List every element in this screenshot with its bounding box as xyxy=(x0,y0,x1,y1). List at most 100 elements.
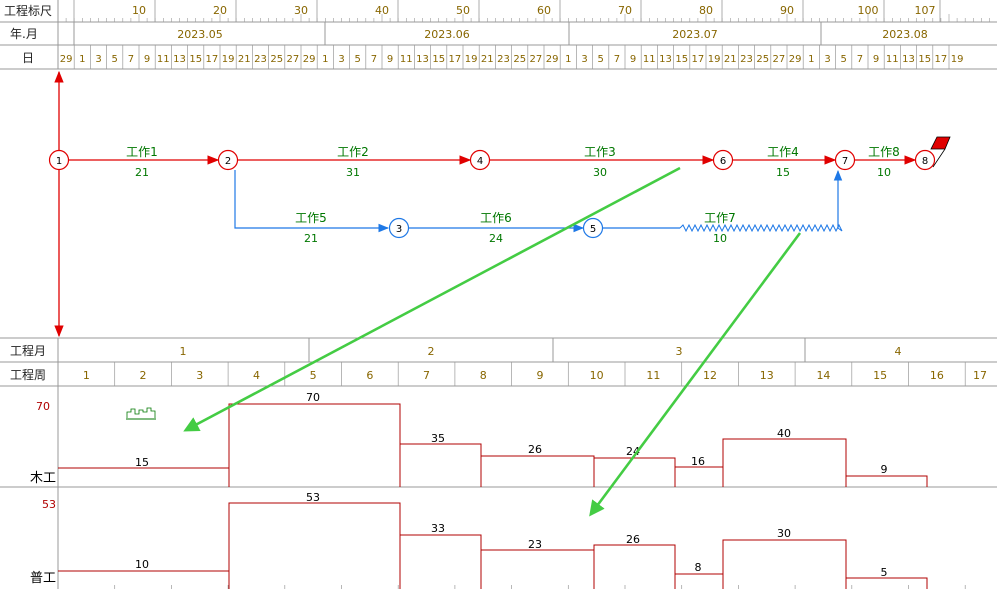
node-label: 6 xyxy=(720,156,726,167)
node-label: 3 xyxy=(396,224,402,235)
activity-name: 工作8 xyxy=(868,145,900,159)
day-cell: 11 xyxy=(643,54,656,65)
day-cell: 15 xyxy=(918,54,931,65)
node[interactable]: 8 xyxy=(914,149,936,171)
month-label: 年.月 xyxy=(10,27,38,41)
activity-duration: 30 xyxy=(593,166,607,179)
node-label: 2 xyxy=(225,156,231,167)
resource-max-label: 53 xyxy=(42,498,56,511)
week-cell: 17 xyxy=(973,369,987,382)
day-cell: 5 xyxy=(112,54,118,65)
month-cell: 2023.05 xyxy=(177,28,223,41)
activity-duration: 21 xyxy=(135,166,149,179)
week-cell: 12 xyxy=(703,369,717,382)
week-cell: 11 xyxy=(646,369,660,382)
day-cell: 11 xyxy=(157,54,170,65)
node[interactable]: 5 xyxy=(582,217,604,239)
node-label: 7 xyxy=(842,156,848,167)
day-cell: 25 xyxy=(513,54,526,65)
week-cell: 10 xyxy=(590,369,604,382)
histogram-value: 26 xyxy=(626,533,640,546)
day-cell: 7 xyxy=(614,54,620,65)
day-cell: 17 xyxy=(206,54,219,65)
day-cell: 19 xyxy=(465,54,478,65)
scale-tick: 80 xyxy=(699,4,713,17)
node[interactable]: 6 xyxy=(712,149,734,171)
day-cell: 23 xyxy=(254,54,267,65)
scale-tick: 10 xyxy=(132,4,146,17)
day-cell: 21 xyxy=(724,54,737,65)
day-cell: 13 xyxy=(902,54,915,65)
histogram-value: 23 xyxy=(528,538,542,551)
week-cell: 5 xyxy=(310,369,317,382)
day-cell: 17 xyxy=(449,54,462,65)
activity-name: 工作7 xyxy=(704,211,736,225)
day-cell: 19 xyxy=(951,54,964,65)
histogram-value: 16 xyxy=(691,455,705,468)
day-cell: 21 xyxy=(481,54,494,65)
week-cell: 7 xyxy=(423,369,430,382)
node-label: 5 xyxy=(590,224,596,235)
day-cell: 27 xyxy=(287,54,300,65)
day-cell: 7 xyxy=(371,54,377,65)
node[interactable]: 2 xyxy=(217,149,239,171)
node-label: 8 xyxy=(922,156,928,167)
activity-arrow[interactable] xyxy=(234,170,390,233)
day-cell: 25 xyxy=(756,54,769,65)
activity-name: 工作6 xyxy=(480,211,512,225)
node-label: 4 xyxy=(477,156,483,167)
node[interactable]: 1 xyxy=(48,149,70,171)
histogram-value: 26 xyxy=(528,443,542,456)
project-month-cell: 4 xyxy=(895,345,902,358)
scale-tick: 60 xyxy=(537,4,551,17)
day-cell: 9 xyxy=(630,54,636,65)
resource-histograms: 70 木工 53 普工 15 70 35 26 24 16 40 9 10 53… xyxy=(0,386,997,589)
activity-duration: 21 xyxy=(304,232,318,245)
scale-label: 工程标尺 xyxy=(4,3,52,18)
week-cell: 15 xyxy=(873,369,887,382)
day-cell: 1 xyxy=(322,54,328,65)
day-cell: 11 xyxy=(886,54,899,65)
scale-tick: 90 xyxy=(780,4,794,17)
day-cell: 5 xyxy=(598,54,604,65)
day-cell: 11 xyxy=(400,54,413,65)
project-month-cell: 2 xyxy=(428,345,435,358)
day-cell: 17 xyxy=(692,54,705,65)
week-cell: 13 xyxy=(760,369,774,382)
month-cell: 2023.08 xyxy=(882,28,928,41)
node[interactable]: 3 xyxy=(388,217,410,239)
day-cell: 13 xyxy=(173,54,186,65)
week-cell: 6 xyxy=(366,369,373,382)
node[interactable]: 7 xyxy=(834,149,856,171)
activity-duration: 31 xyxy=(346,166,360,179)
scale-tick-lines xyxy=(57,0,990,22)
day-cell: 27 xyxy=(773,54,786,65)
scale-tick: 20 xyxy=(213,4,227,17)
scale-tick: 107 xyxy=(915,4,936,17)
laborer-histogram-line xyxy=(58,502,928,589)
day-cell: 9 xyxy=(144,54,150,65)
node[interactable]: 4 xyxy=(469,149,491,171)
histogram-value: 33 xyxy=(431,522,445,535)
day-cell: 9 xyxy=(387,54,393,65)
flag-icon xyxy=(930,136,951,168)
histogram-value: 9 xyxy=(881,463,888,476)
day-cell: 13 xyxy=(416,54,429,65)
resource-max-label: 70 xyxy=(36,400,50,413)
day-cell: 1 xyxy=(808,54,814,65)
activity-duration: 10 xyxy=(877,166,891,179)
week-cell: 3 xyxy=(196,369,203,382)
project-month-cell: 3 xyxy=(676,345,683,358)
annotation-arrows xyxy=(183,166,802,517)
week-cell: 4 xyxy=(253,369,260,382)
histogram-value: 40 xyxy=(777,427,791,440)
day-cell: 3 xyxy=(95,54,101,65)
activity-name: 工作5 xyxy=(295,211,327,225)
day-cell: 29 xyxy=(303,54,316,65)
day-cell: 13 xyxy=(659,54,672,65)
week-cell: 2 xyxy=(140,369,147,382)
day-cell: 15 xyxy=(432,54,445,65)
day-cell: 29 xyxy=(60,54,73,65)
